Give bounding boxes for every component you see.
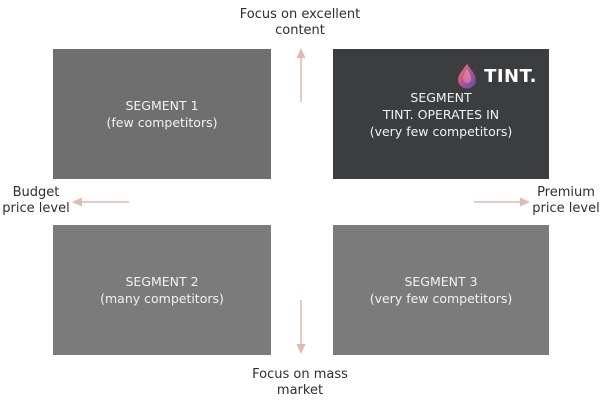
segment-3-subtitle: (very few competitors) xyxy=(369,291,513,306)
tint-drop-logo-icon xyxy=(458,64,477,89)
tint-logo-text: TINT. xyxy=(484,65,537,87)
segment-tint-title-2: TINT. OPERATES IN xyxy=(382,106,500,122)
arrow-down-icon xyxy=(296,344,306,354)
segment-3-box: SEGMENT 3 (very few competitors) xyxy=(333,225,549,355)
axis-label-left-line-1: Budget xyxy=(12,185,60,200)
axis-label-bottom: Focus on mass market xyxy=(200,367,400,399)
segment-2-title: SEGMENT 2 xyxy=(125,274,199,289)
segment-1-subtitle: (few competitors) xyxy=(106,115,218,130)
axis-label-right: Premium price level xyxy=(532,185,600,217)
arrow-left-icon xyxy=(72,197,82,207)
axis-label-left-line-2: price level xyxy=(2,201,70,216)
segment-1-title: SEGMENT 1 xyxy=(125,98,199,113)
axis-label-bottom-line-2: market xyxy=(276,383,324,398)
segment-tint-box: TINT. SEGMENT TINT. OPERATES IN (very fe… xyxy=(333,49,549,179)
axis-label-top-line-2: content xyxy=(275,23,325,38)
axis-label-right-line-1: Premium xyxy=(537,185,595,200)
segment-tint-subtitle: (very few competitors) xyxy=(369,123,513,139)
segment-tint-title: SEGMENT xyxy=(410,89,472,105)
axis-label-left: Budget price level xyxy=(2,185,70,217)
axis-label-top-line-1: Focus on excellent xyxy=(239,7,361,22)
segment-1-box: SEGMENT 1 (few competitors) xyxy=(53,49,271,179)
segment-3-title: SEGMENT 3 xyxy=(404,274,478,289)
segment-2-box: SEGMENT 2 (many competitors) xyxy=(53,225,271,355)
arrow-up-icon xyxy=(296,48,306,58)
segment-2-subtitle: (many competitors) xyxy=(100,291,224,306)
axis-label-right-line-2: price level xyxy=(532,201,600,216)
tint-logo: TINT. xyxy=(455,63,537,89)
axis-label-top: Focus on excellent content xyxy=(200,7,400,39)
arrow-right-icon xyxy=(520,197,530,207)
axis-label-bottom-line-1: Focus on mass xyxy=(252,367,348,382)
